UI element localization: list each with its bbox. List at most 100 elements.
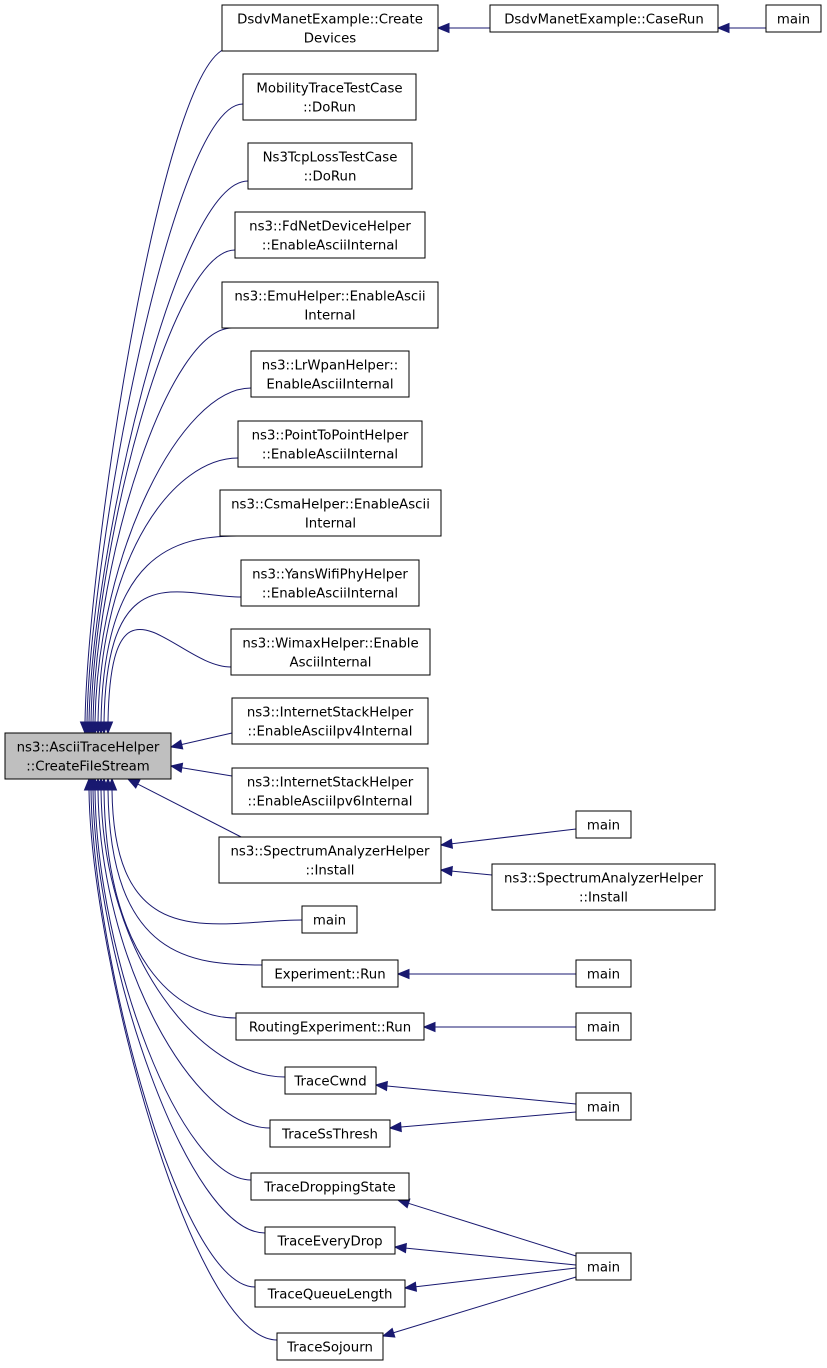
- edge-line: [408, 1202, 577, 1257]
- edge-yans-to-root: [98, 591, 242, 735]
- node-label: ::EnableAsciiInternal: [262, 587, 398, 602]
- edge-main_trace-to-traceevery: [393, 1242, 577, 1266]
- node-spec_install2[interactable]: ns3::SpectrumAnalyzerHelper::Install: [491, 863, 716, 911]
- node-box: [250, 1172, 410, 1201]
- edge-main_spec-to-spec_install1: [439, 828, 577, 849]
- node-label: main: [313, 914, 346, 929]
- node-main_dsdv[interactable]: main: [765, 4, 822, 33]
- edge-inet6-to-root: [169, 762, 233, 777]
- node-label: ns3::AsciiTraceHelper: [17, 741, 160, 756]
- node-main_rout[interactable]: main: [575, 1012, 632, 1041]
- node-label: TraceSojourn: [286, 1341, 373, 1356]
- node-label: TraceDroppingState: [263, 1181, 395, 1196]
- edge-arrowhead: [436, 22, 450, 34]
- node-label: ns3::SpectrumAnalyzerHelper: [504, 872, 704, 887]
- node-box: [491, 863, 716, 911]
- edge-layer: [79, 22, 766, 1341]
- node-rout_run[interactable]: RoutingExperiment::Run: [235, 1012, 425, 1041]
- node-label: DsdvManetExample::CaseRun: [504, 13, 704, 28]
- node-label: ns3::YansWifiPhyHelper: [252, 568, 408, 583]
- node-csma[interactable]: ns3::CsmaHelper::EnableAsciiInternal: [219, 489, 442, 537]
- node-spec_install1[interactable]: ns3::SpectrumAnalyzerHelper::Install: [218, 836, 442, 884]
- node-traceevery[interactable]: TraceEveryDrop: [264, 1226, 396, 1255]
- edge-line: [393, 1276, 577, 1334]
- node-tracedrop[interactable]: TraceDroppingState: [250, 1172, 410, 1201]
- node-box: [230, 628, 431, 676]
- node-tracesojourn[interactable]: TraceSojourn: [276, 1332, 384, 1361]
- node-box: [575, 959, 632, 988]
- edge-arrowhead: [169, 739, 184, 750]
- node-inet6[interactable]: ns3::InternetStackHelper::EnableAsciiIpv…: [231, 767, 429, 815]
- node-box: [489, 4, 719, 33]
- node-main_direct[interactable]: main: [301, 905, 358, 934]
- edge-arrowhead: [169, 762, 184, 774]
- edge-arrowhead: [83, 777, 95, 791]
- edge-line: [103, 789, 237, 1019]
- node-dsdv_caserun[interactable]: DsdvManetExample::CaseRun: [489, 4, 719, 33]
- node-label: main: [587, 819, 620, 834]
- node-tracecwnd[interactable]: TraceCwnd: [284, 1066, 377, 1095]
- node-main_exp[interactable]: main: [575, 959, 632, 988]
- node-box: [240, 559, 420, 607]
- node-mobility[interactable]: MobilityTraceTestCase::DoRun: [242, 73, 417, 121]
- node-label: main: [777, 13, 810, 28]
- edge-line: [405, 1247, 577, 1266]
- node-label: Internal: [305, 517, 356, 532]
- edge-line: [92, 327, 233, 723]
- node-p2p[interactable]: ns3::PointToPointHelper::EnableAsciiInte…: [237, 420, 423, 468]
- node-label: RoutingExperiment::Run: [249, 1021, 411, 1036]
- edge-line: [100, 535, 238, 723]
- edge-line: [86, 103, 244, 723]
- edge-main_exp-to-exp_run: [396, 968, 576, 980]
- node-box: [237, 420, 423, 468]
- node-layer: ns3::AsciiTraceHelper::CreateFileStream D…: [4, 4, 822, 1361]
- node-label: DsdvManetExample::Create: [237, 13, 423, 28]
- node-label: ns3::EmuHelper::EnableAscii: [234, 290, 425, 305]
- node-box: [575, 810, 632, 839]
- node-main_spec[interactable]: main: [575, 810, 632, 839]
- node-inet4[interactable]: ns3::InternetStackHelper::EnableAsciiIpv…: [231, 697, 429, 745]
- node-box: [575, 1092, 632, 1121]
- node-root[interactable]: ns3::AsciiTraceHelper::CreateFileStream: [4, 732, 172, 780]
- node-wimax[interactable]: ns3::WimaxHelper::EnableAsciiInternal: [230, 628, 431, 676]
- node-label: ns3::CsmaHelper::EnableAscii: [231, 498, 430, 513]
- node-label: main: [587, 1101, 620, 1116]
- edge-main_cwnd-to-tracecwnd: [374, 1080, 577, 1105]
- edge-main_cwnd-to-tracessthresh: [388, 1111, 577, 1133]
- node-label: main: [587, 968, 620, 983]
- edge-line: [97, 457, 239, 723]
- node-yans[interactable]: ns3::YansWifiPhyHelper::EnableAsciiInter…: [240, 559, 420, 607]
- node-box: [284, 1066, 377, 1095]
- edge-arrowhead: [439, 838, 454, 849]
- node-main_cwnd[interactable]: main: [575, 1092, 632, 1121]
- edge-arrowhead: [388, 1121, 402, 1133]
- node-box: [269, 1119, 391, 1148]
- edge-arrowhead: [393, 1242, 407, 1254]
- edge-line: [97, 789, 271, 1129]
- node-box: [242, 73, 417, 121]
- edge-csma-to-root: [95, 535, 238, 735]
- edge-fdnet-to-root: [85, 249, 236, 735]
- node-lrwpan[interactable]: ns3::LrWpanHelper::EnableAsciiInternal: [250, 350, 410, 398]
- node-exp_run[interactable]: Experiment::Run: [261, 959, 399, 988]
- node-tracequeue[interactable]: TraceQueueLength: [254, 1279, 406, 1308]
- node-main_trace[interactable]: main: [575, 1252, 632, 1281]
- node-box: [221, 4, 439, 52]
- edge-line: [451, 870, 493, 876]
- edge-line: [84, 47, 231, 723]
- node-box: [219, 489, 442, 537]
- edge-line: [111, 789, 303, 925]
- edge-arrowhead: [716, 22, 730, 34]
- node-tracessthresh[interactable]: TraceSsThresh: [269, 1119, 391, 1148]
- edge-rout_run-to-root: [98, 777, 237, 1019]
- edge-spec_install2-to-spec_install1: [439, 865, 493, 877]
- node-label: ::CreateFileStream: [26, 760, 150, 775]
- edge-line: [103, 591, 242, 723]
- edge-main_trace-to-tracesojourn: [381, 1276, 577, 1338]
- node-box: [250, 350, 410, 398]
- node-emu[interactable]: ns3::EmuHelper::EnableAsciiInternal: [221, 281, 439, 329]
- edge-line: [400, 1111, 577, 1128]
- node-fdnet[interactable]: ns3::FdNetDeviceHelper::EnableAsciiInter…: [234, 211, 426, 259]
- node-ns3tcploss[interactable]: Ns3TcpLossTestCase::DoRun: [247, 142, 413, 190]
